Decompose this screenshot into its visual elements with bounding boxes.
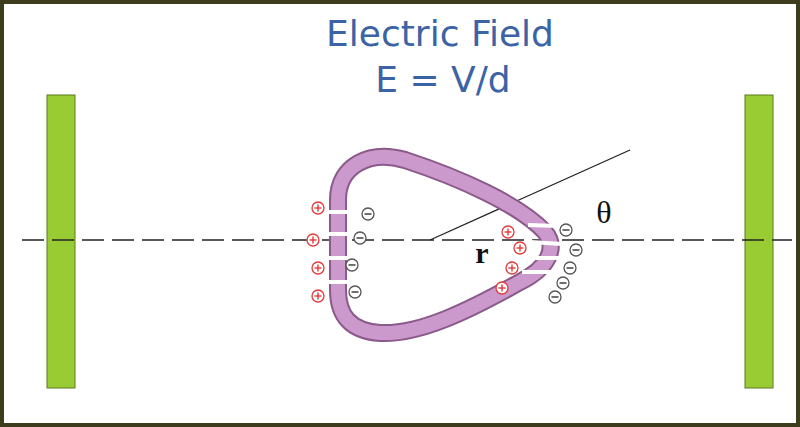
charge-mark bbox=[511, 265, 512, 272]
charge-mark bbox=[317, 293, 318, 300]
charge-mark bbox=[352, 291, 359, 292]
negative-charge bbox=[346, 259, 358, 271]
negative-charge bbox=[354, 232, 366, 244]
charge-mark bbox=[365, 213, 372, 214]
radius-label: r bbox=[475, 238, 488, 268]
field-formula: E = V/d bbox=[375, 60, 510, 100]
positive-charge bbox=[312, 262, 324, 274]
positive-charge bbox=[502, 226, 514, 238]
charge-mark bbox=[563, 229, 570, 230]
negative-charge bbox=[564, 262, 576, 274]
charge-mark bbox=[567, 267, 574, 268]
negative-charge bbox=[560, 224, 572, 236]
negative-charge bbox=[570, 244, 582, 256]
charge-mark bbox=[507, 229, 508, 236]
positive-charge bbox=[312, 202, 324, 214]
charge-mark bbox=[519, 245, 520, 252]
diagram-title: Electric Field bbox=[326, 14, 554, 54]
positive-charge bbox=[514, 242, 526, 254]
negative-charge bbox=[557, 277, 569, 289]
charge-mark bbox=[349, 264, 356, 265]
positive-charge bbox=[496, 282, 508, 294]
negative-charge bbox=[349, 286, 361, 298]
charge-mark bbox=[317, 265, 318, 272]
positive-charge bbox=[312, 290, 324, 302]
angle-label: θ bbox=[596, 196, 611, 228]
charge-mark bbox=[552, 296, 559, 297]
charge-mark bbox=[560, 282, 567, 283]
positive-charge bbox=[307, 234, 319, 246]
negative-charge bbox=[549, 291, 561, 303]
positive-charge bbox=[506, 262, 518, 274]
charge-mark bbox=[357, 237, 364, 238]
negative-charge bbox=[362, 208, 374, 220]
charge-mark bbox=[501, 285, 502, 292]
charge-mark bbox=[317, 205, 318, 212]
charge-mark bbox=[312, 237, 313, 244]
charge-mark bbox=[573, 249, 580, 250]
